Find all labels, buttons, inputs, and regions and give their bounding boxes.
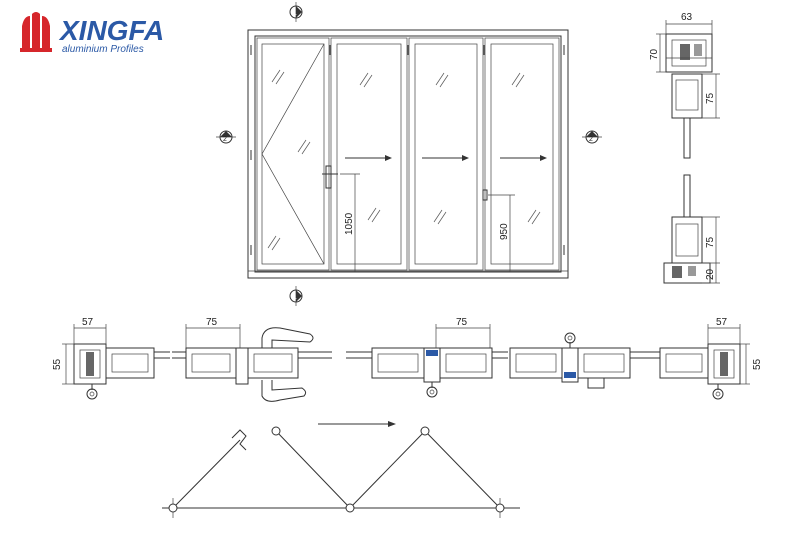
section-marker-left: 2 — [216, 130, 236, 144]
bottom-sash-profile — [671, 216, 703, 264]
brand-name: XINGFA — [58, 15, 164, 46]
section-marker-right: 2 — [582, 130, 602, 144]
dim-20: 20 — [702, 263, 720, 284]
handle-icon — [322, 165, 338, 189]
svg-text:57: 57 — [82, 317, 94, 328]
svg-text:75: 75 — [705, 92, 716, 104]
dim-57-left: 57 — [73, 317, 107, 344]
panel-4 — [484, 37, 560, 271]
right-jamb-profile — [646, 343, 741, 400]
lock-height-dimension: 950 — [488, 194, 515, 272]
glass-top — [683, 117, 691, 159]
glass-bottom — [683, 174, 691, 218]
glass-hatch — [267, 69, 541, 251]
svg-text:70: 70 — [649, 48, 660, 60]
handle-height-dimension: 1050 — [340, 173, 360, 272]
svg-text:2: 2 — [589, 136, 593, 143]
svg-text:1: 1 — [293, 294, 297, 301]
dim-75-bottom: 75 — [702, 216, 720, 264]
lock-height-label: 950 — [499, 223, 510, 240]
svg-text:55: 55 — [752, 358, 763, 370]
lever-handle-icon — [261, 327, 314, 402]
lock-icon — [482, 189, 488, 201]
left-jamb-profile — [73, 343, 170, 400]
svg-text:20: 20 — [705, 268, 716, 280]
top-sash-profile — [671, 73, 703, 119]
dim-75-b: 75 — [435, 317, 491, 348]
svg-text:1: 1 — [293, 10, 297, 17]
door-elevation: 1050 950 1 1 2 — [216, 2, 602, 306]
panel-3 — [408, 37, 484, 271]
svg-text:2: 2 — [223, 136, 227, 143]
head-profile — [665, 33, 713, 73]
dim-70: 70 — [649, 33, 666, 73]
panel-1 — [256, 37, 330, 271]
sill-profile — [663, 262, 711, 284]
section-marker-top: 1 — [289, 2, 303, 22]
svg-text:55: 55 — [52, 358, 63, 370]
panel-2 — [330, 37, 408, 271]
hinge-marks — [250, 45, 565, 255]
sash-pair-middle — [346, 347, 508, 398]
svg-text:75: 75 — [206, 317, 218, 328]
brand-tagline: aluminium Profiles — [62, 44, 144, 55]
direction-arrows — [345, 155, 547, 161]
brand-logo: XINGFA aluminium Profiles — [20, 12, 164, 55]
folding-scheme — [162, 421, 520, 518]
handle-height-label: 1050 — [344, 212, 355, 235]
sash-pair-right — [509, 332, 646, 389]
svg-text:63: 63 — [681, 12, 693, 23]
dim-75-top: 75 — [702, 73, 720, 119]
svg-text:75: 75 — [456, 317, 468, 328]
dim-75-a: 75 — [185, 317, 241, 348]
dim-57-right: 57 — [707, 317, 741, 344]
fold-direction-arrow — [318, 421, 396, 427]
section-marker-bottom: 1 — [289, 286, 303, 306]
xingfa-logo-icon — [20, 12, 52, 52]
dim-55-left: 55 — [52, 343, 74, 385]
dim-63: 63 — [665, 12, 713, 34]
svg-text:75: 75 — [705, 236, 716, 248]
vertical-section: 63 70 75 75 20 — [649, 12, 720, 284]
svg-text:57: 57 — [716, 317, 728, 328]
sash-pair-handle — [172, 347, 332, 385]
horizontal-section: 57 55 75 — [52, 317, 763, 402]
dim-55-right: 55 — [740, 343, 763, 385]
